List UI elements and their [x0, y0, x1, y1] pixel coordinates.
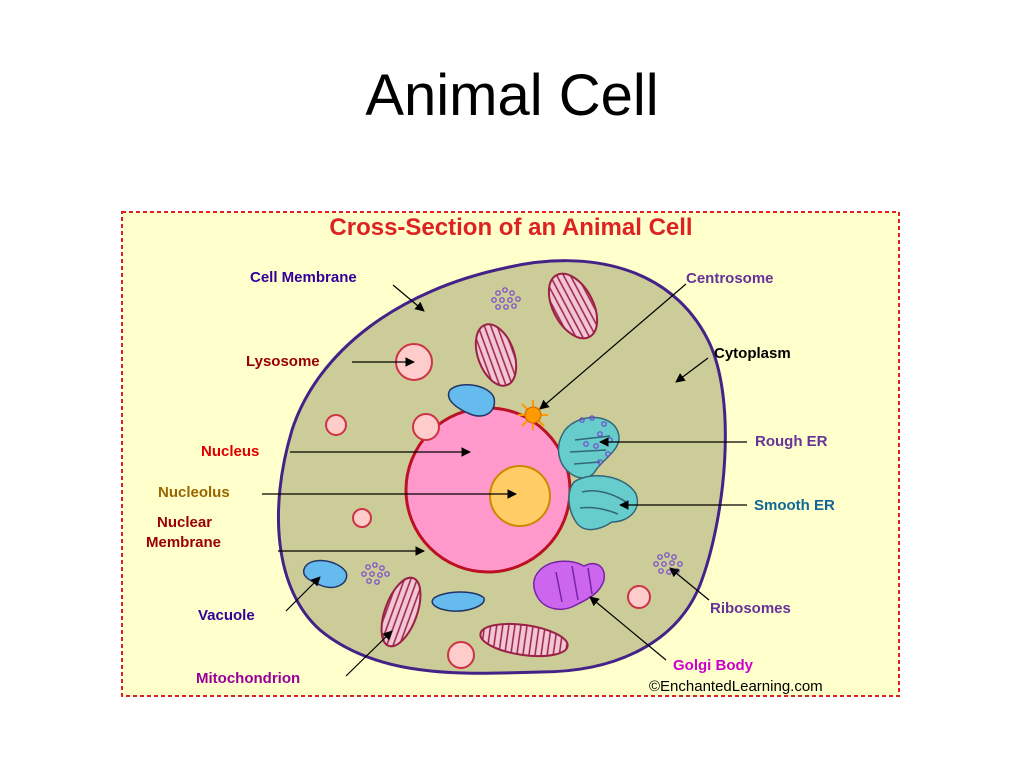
centrosome-pointer — [539, 283, 687, 410]
cell-diagram: Cross-Section of an Animal Cell — [120, 210, 901, 698]
label-mitochondrion: Mitochondrion — [196, 670, 300, 687]
label-ribosomes: Ribosomes — [710, 600, 791, 617]
label-rough-er: Rough ER — [755, 433, 828, 450]
vacuoles — [303, 383, 496, 612]
label-lysosome: Lysosome — [246, 353, 320, 370]
label-nuclear-membrane-line1: Nuclear — [157, 514, 212, 531]
centrosome-shape — [518, 400, 548, 430]
label-cytoplasm: Cytoplasm — [714, 345, 791, 362]
cytoplasm-pointer — [675, 357, 709, 383]
diagram-title: Cross-Section of an Animal Cell — [329, 214, 692, 241]
credit-text: ©EnchantedLearning.com — [649, 678, 823, 695]
label-nucleolus: Nucleolus — [158, 484, 230, 501]
label-cell-membrane: Cell Membrane — [250, 269, 357, 286]
label-golgi-body: Golgi Body — [673, 657, 754, 674]
cell-membrane-pointer — [392, 284, 425, 312]
label-smooth-er: Smooth ER — [754, 497, 835, 514]
golgi-body-pointer — [589, 596, 667, 661]
mitochondrion-pointer — [345, 630, 393, 677]
nucleolus-shape — [489, 465, 551, 527]
golgi-body-shape — [533, 560, 605, 611]
label-centrosome: Centrosome — [686, 270, 774, 287]
slide-title: Animal Cell — [365, 63, 659, 128]
label-vacuole: Vacuole — [198, 607, 255, 624]
mitochondria — [380, 272, 599, 658]
smooth-er-shape — [568, 475, 639, 531]
ribosomes-pointer — [669, 567, 710, 601]
rough-er-shape — [557, 415, 620, 479]
vacuole-pointer — [285, 576, 321, 612]
label-nucleus: Nucleus — [201, 443, 259, 460]
label-nuclear-membrane-line2: Membrane — [146, 534, 221, 551]
